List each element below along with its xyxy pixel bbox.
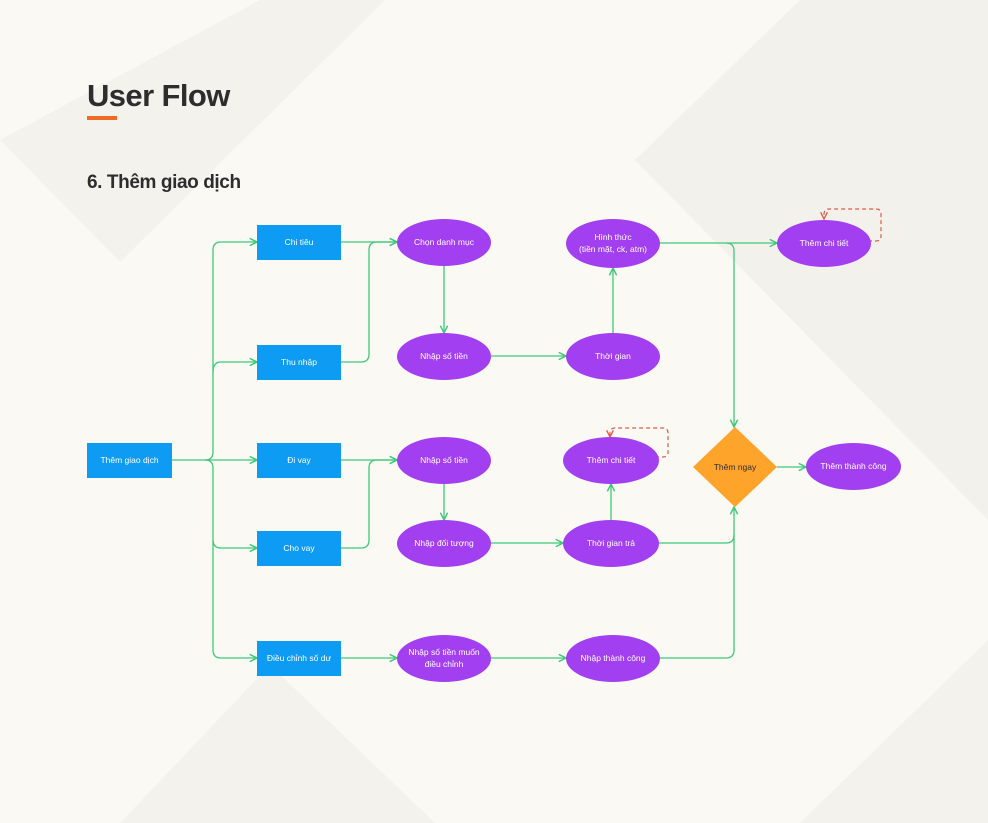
decision-diamond-shape (693, 427, 777, 507)
step-nhap-so-tien-2: Nhập số tiền (397, 437, 491, 484)
step-nhap-doi-tuong: Nhập đối tượng (397, 520, 491, 567)
step-nhap-so-tien-1: Nhập số tiền (397, 333, 491, 380)
decision-them-ngay: Thêm ngay (693, 427, 777, 507)
connector-cho-vay-nhap-so-tien (341, 460, 397, 549)
page-title: User Flow (87, 78, 230, 113)
connector-start-chi-tieu (172, 242, 257, 461)
connector-nhap-thanh-cong-them-ngay (660, 535, 735, 659)
step-them-thanh-cong: Thêm thành công (806, 443, 901, 490)
connector-thu-nhap-chon-danh-muc (341, 242, 397, 363)
step-thoi-gian-tra: Thời gian trả (563, 520, 659, 567)
title-accent-bar (87, 116, 117, 120)
connector-to-them-ngay-top (725, 242, 734, 427)
action-thu-nhap: Thu nhập (257, 345, 341, 380)
action-chi-tieu: Chi tiêu (257, 225, 341, 260)
connector-start-dieu-chinh (212, 540, 257, 658)
step-thoi-gian: Thời gian (566, 333, 660, 380)
connector-thoi-gian-tra-them-ngay (659, 507, 734, 544)
step-them-chi-tiet-1: Thêm chi tiết (777, 220, 871, 267)
step-nhap-thanh-cong: Nhập thành công (566, 635, 660, 682)
step-chon-danh-muc: Chọn danh mục (397, 219, 491, 266)
step-nhap-so-tien-muon-dieu-chinh: Nhập số tiền muốn điều chỉnh (397, 635, 491, 682)
action-dieu-chinh-so-du: Điều chỉnh số dư (257, 641, 341, 676)
loop-them-chi-tiet-2 (610, 427, 669, 458)
connector-start-cho-vay (204, 459, 257, 548)
action-di-vay: Đi vay (257, 443, 341, 478)
decision-label: Thêm ngay (713, 462, 757, 472)
step-hinh-thuc: Hình thức (tiền mặt, ck, atm) (566, 219, 660, 268)
connector-start-thu-nhap (212, 362, 257, 373)
start-node-them-giao-dich: Thêm giao dịch (87, 443, 172, 478)
action-cho-vay: Cho vay (257, 531, 341, 566)
section-title: 6. Thêm giao dịch (87, 172, 241, 193)
step-them-chi-tiet-2: Thêm chi tiết (563, 437, 659, 484)
